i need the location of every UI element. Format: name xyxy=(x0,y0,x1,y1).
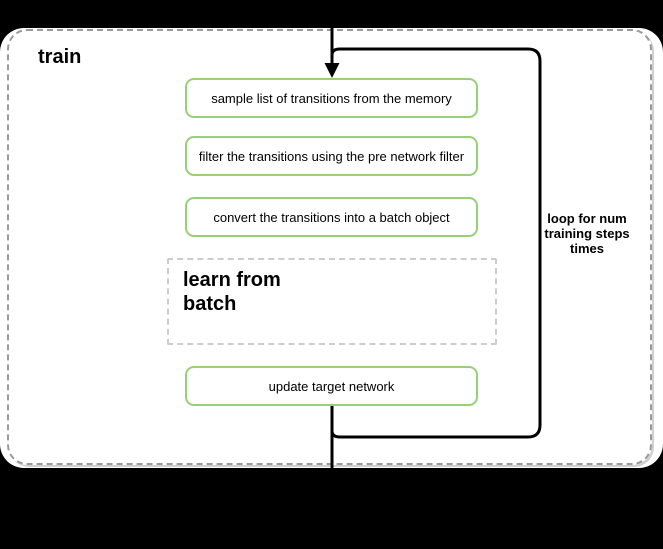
loop-annotation: loop for num training steps times xyxy=(544,211,630,256)
step-label: convert the transitions into a batch obj… xyxy=(213,209,450,225)
loop-bracket xyxy=(330,47,542,439)
step-sample-transitions: sample list of transitions from the memo… xyxy=(185,78,478,118)
step-label: filter the transitions using the pre net… xyxy=(198,148,465,164)
step-convert-to-batch: convert the transitions into a batch obj… xyxy=(185,197,478,237)
arrow-down-icon xyxy=(324,63,340,78)
subprocess-label: learn from batch xyxy=(183,269,281,315)
train-container xyxy=(7,29,652,465)
subprocess-learn-from-batch: learn from batch xyxy=(167,258,497,345)
step-filter-transitions: filter the transitions using the pre net… xyxy=(185,136,478,176)
step-label: update target network xyxy=(268,378,395,394)
container-title: train xyxy=(38,46,82,68)
step-update-target-network: update target network xyxy=(185,366,478,406)
step-label: sample list of transitions from the memo… xyxy=(211,90,452,106)
